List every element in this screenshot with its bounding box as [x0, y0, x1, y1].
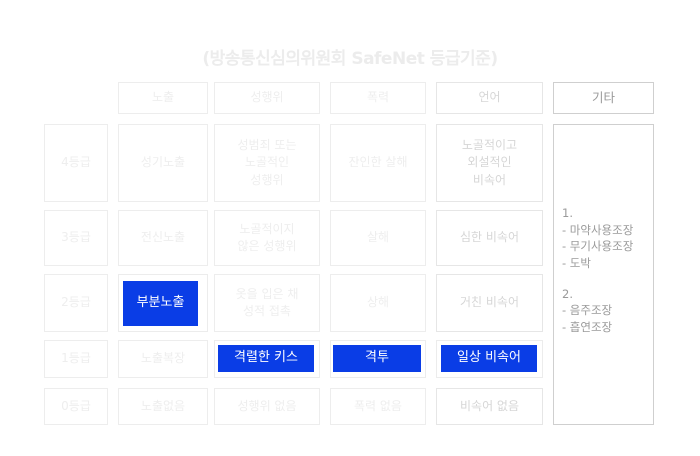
etc-item: - 흡연조장 — [562, 320, 613, 335]
header-etc: 기타 — [553, 82, 654, 114]
header-exposure: 노출 — [118, 82, 208, 114]
grade-0-exposure: 노출없음 — [118, 388, 208, 425]
grade-4-violence: 잔인한 살해 — [330, 124, 426, 202]
etc-item: - 도박 — [562, 256, 591, 271]
grade-2-exposure-frame — [118, 274, 208, 332]
grade-1-label: 1등급 — [44, 340, 108, 378]
header-language: 언어 — [436, 82, 543, 114]
grade-1-sexual-frame — [214, 340, 320, 378]
grade-1-language: 일상 비속어 — [441, 345, 537, 372]
grade-0-sexual: 성행위 없음 — [214, 388, 320, 425]
etc-criteria: 1. - 마약사용조장 - 무기사용조장 - 도박 2. - 음주조장 - 흡연… — [553, 124, 654, 425]
grade-2-violence: 상해 — [330, 274, 426, 332]
grade-2-label: 2등급 — [44, 274, 108, 332]
grade-3-exposure: 전신노출 — [118, 210, 208, 266]
etc-group-2-number: 2. — [562, 286, 573, 301]
etc-item: - 마약사용조장 — [562, 222, 634, 237]
grade-0-violence: 폭력 없음 — [330, 388, 426, 425]
grade-1-language-frame — [436, 340, 543, 378]
grade-1-violence-frame — [330, 340, 426, 378]
grade-4-label: 4등급 — [44, 124, 108, 202]
grade-0-language: 비속어 없음 — [436, 388, 543, 425]
grade-3-label: 3등급 — [44, 210, 108, 266]
grade-1-violence: 격투 — [333, 345, 421, 372]
header-sexual: 성행위 — [214, 82, 320, 114]
grade-0-label: 0등급 — [44, 388, 108, 425]
grade-4-exposure: 성기노출 — [118, 124, 208, 202]
grade-2-sexual: 옷을 입은 채 성적 접촉 — [214, 274, 320, 332]
header-violence: 폭력 — [330, 82, 426, 114]
grade-3-language: 심한 비속어 — [436, 210, 543, 266]
grade-1-sexual: 격렬한 키스 — [218, 345, 314, 372]
grade-1-exposure: 노출복장 — [118, 340, 208, 378]
grade-3-sexual: 노골적이지 않은 성행위 — [214, 210, 320, 266]
page-title: (방송통신심의위원회 SafeNet 등급기준) — [202, 49, 498, 69]
grade-4-language: 노골적이고 외설적인 비속어 — [436, 124, 543, 202]
etc-item: - 무기사용조장 — [562, 239, 634, 254]
grade-2-language: 거친 비속어 — [436, 274, 543, 332]
grade-3-violence: 살해 — [330, 210, 426, 266]
etc-group-1-number: 1. — [562, 206, 573, 220]
grade-2-exposure: 부분노출 — [123, 281, 198, 326]
grade-4-sexual: 성범죄 또는 노골적인 성행위 — [214, 124, 320, 202]
etc-item: - 음주조장 — [562, 303, 613, 318]
